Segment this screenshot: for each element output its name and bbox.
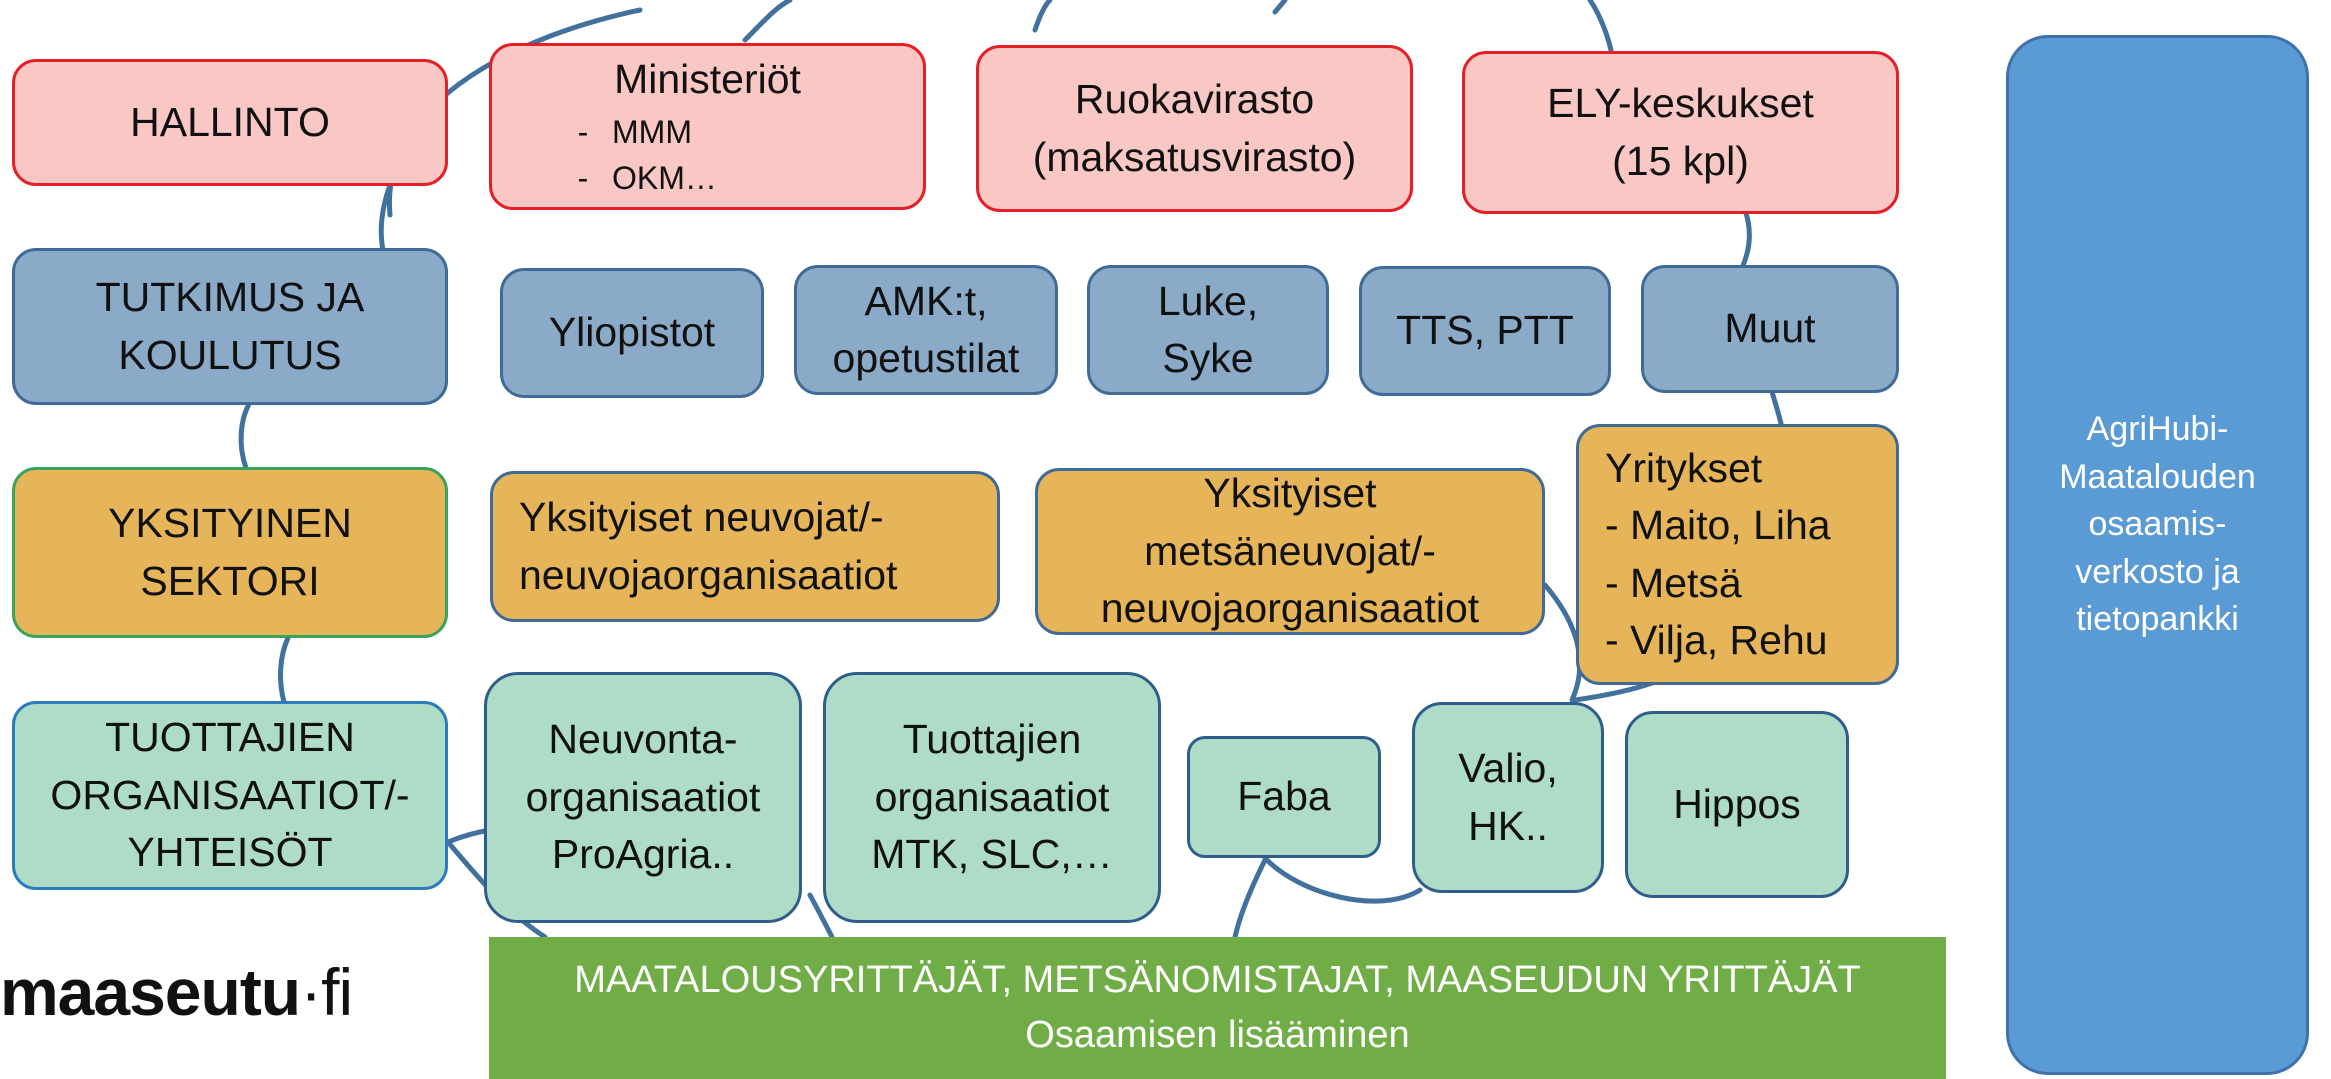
connector-ely-muut: [1739, 207, 1752, 271]
node-amk: AMK:t, opetustilat: [794, 265, 1058, 395]
node-yritykset-title: Yritykset: [1605, 444, 1763, 491]
agrihubi-text: AgriHubi- Maatalouden osaamis- verkosto …: [2059, 406, 2256, 644]
agrihubi-line-3: osaamis-: [2088, 505, 2227, 544]
category-hallinto-label: HALLINTO: [130, 98, 330, 145]
maaseutu-logo: maaseutu·fi: [0, 954, 353, 1030]
node-faba-label: Faba: [1237, 773, 1331, 820]
node-tts-label: TTS, PTT: [1396, 307, 1574, 354]
node-luke-syke: Luke, Syke: [1087, 265, 1329, 395]
connector-neuvonta-footer: [807, 892, 835, 940]
node-neuvojat-line-2: neuvojaorganisaatiot: [519, 551, 898, 598]
category-hallinto: HALLINTO: [12, 59, 448, 186]
logo-tld: fi: [321, 955, 353, 1029]
node-yritykset-item-1: - Maito, Liha: [1605, 502, 1831, 549]
node-ruokavirasto-line-2: (maksatusvirasto): [1032, 133, 1357, 180]
category-tuottajien-line-2: ORGANISAATIOT/-: [50, 771, 410, 818]
connector-faba-footer: [1232, 857, 1268, 940]
node-amk-line-2: opetustilat: [832, 335, 1020, 381]
node-neuvonta-line-3: ProAgria..: [551, 831, 735, 878]
connector-arc-top-mid: [742, 0, 793, 43]
node-tuottajien-organisaatiot: Tuottajien organisaatiot MTK, SLC,…: [823, 672, 1161, 923]
footer-line-1: MAATALOUSYRITTÄJÄT, METSÄNOMISTAJAT, MAA…: [574, 958, 1861, 1001]
node-metsaneuvojat-line-2: metsäneuvojat/-: [1144, 527, 1436, 574]
node-ely-line-1: ELY-keskukset: [1547, 80, 1814, 127]
connector-tutkimus-yksityinen: [238, 399, 253, 471]
node-ely-line-2: (15 kpl): [1612, 137, 1749, 184]
node-tuottajien-org-line-1: Tuottajien: [902, 716, 1082, 763]
node-ministeriot-title: Ministeriöt: [614, 56, 801, 103]
node-ruokavirasto-line-1: Ruokavirasto: [1074, 76, 1315, 123]
node-neuvonta-line-1: Neuvonta-: [548, 716, 738, 763]
node-ministeriot-item-1-text: MMM: [612, 113, 692, 150]
connector-hallinto-tutkimus: [378, 177, 395, 258]
agrihubi-line-5: tietopankki: [2076, 600, 2239, 639]
node-tuottajien-org-line-3: MTK, SLC,…: [871, 831, 1113, 878]
node-ministeriot: Ministeriöt -MMM -OKM…: [489, 43, 926, 210]
node-yliopistot: Yliopistot: [500, 268, 764, 398]
category-tutkimus-line-1: TUTKIMUS JA: [95, 274, 365, 321]
node-ely-keskukset: ELY-keskukset (15 kpl): [1462, 51, 1899, 214]
category-tutkimus-koulutus: TUTKIMUS JA KOULUTUS: [12, 248, 448, 405]
agrihubi-line-2: Maatalouden: [2059, 457, 2256, 496]
node-neuvonta-organisaatiot: Neuvonta- organisaatiot ProAgria..: [484, 672, 802, 923]
footer-line-2: Osaamisen lisääminen: [1025, 1014, 1410, 1056]
agrihubi-panel: AgriHubi- Maatalouden osaamis- verkosto …: [2006, 35, 2309, 1075]
node-metsaneuvojat-line-1: Yksityiset: [1203, 470, 1377, 517]
logo-brand: maaseutu: [0, 955, 301, 1029]
node-yksityiset-metsaneuvojat: Yksityiset metsäneuvojat/- neuvojaorgani…: [1035, 468, 1545, 635]
node-muut-label: Muut: [1724, 305, 1816, 352]
node-neuvojat-line-1: Yksityiset neuvojat/-: [519, 494, 884, 541]
category-tuottajien-line-1: TUOTTAJIEN: [105, 714, 355, 761]
node-muut: Muut: [1641, 265, 1899, 393]
node-yritykset: Yritykset - Maito, Liha - Metsä - Vilja,…: [1576, 424, 1899, 685]
category-yksityinen-line-1: YKSITYINEN: [108, 500, 352, 547]
connector-arc-top-mid3: [1272, 0, 1288, 15]
node-yritykset-item-3: - Vilja, Rehu: [1605, 616, 1828, 663]
connector-arc-top-mid2: [1032, 0, 1053, 33]
node-luke-line-2: Syke: [1162, 335, 1254, 381]
node-tts-ptt: TTS, PTT: [1359, 266, 1611, 396]
node-valio-line-1: Valio,: [1458, 745, 1558, 792]
node-valio-hk: Valio, HK..: [1412, 702, 1604, 893]
node-hippos-label: Hippos: [1673, 780, 1801, 827]
connector-metsa-valio: [1542, 582, 1583, 703]
logo-dot: ·: [300, 955, 322, 1029]
footer-banner: MAATALOUSYRITTÄJÄT, METSÄNOMISTAJAT, MAA…: [489, 937, 1946, 1079]
node-metsaneuvojat-line-3: neuvojaorganisaatiot: [1100, 585, 1480, 632]
node-ruokavirasto: Ruokavirasto (maksatusvirasto): [976, 45, 1413, 212]
category-tutkimus-line-2: KOULUTUS: [118, 331, 342, 378]
node-faba: Faba: [1187, 736, 1381, 858]
node-amk-line-1: AMK:t,: [864, 277, 988, 324]
agrihubi-line-1: AgriHubi-: [2086, 410, 2229, 449]
node-hippos: Hippos: [1625, 711, 1849, 898]
category-tuottajien-line-3: YHTEISÖT: [127, 829, 333, 876]
node-valio-line-2: HK..: [1468, 802, 1548, 849]
node-neuvonta-line-2: organisaatiot: [525, 773, 761, 820]
node-yliopistot-label: Yliopistot: [548, 309, 716, 356]
connector-arc-top-right: [1587, 0, 1615, 58]
node-luke-line-1: Luke,: [1157, 277, 1259, 324]
agrihubi-line-4: verkosto ja: [2075, 552, 2240, 591]
category-yksityinen-line-2: SEKTORI: [140, 557, 320, 604]
connector-yksityinen-tuottajien: [278, 635, 291, 705]
category-yksityinen-sektori: YKSITYINEN SEKTORI: [12, 467, 448, 638]
node-tuottajien-org-line-2: organisaatiot: [874, 773, 1110, 820]
category-tuottajien-organisaatiot: TUOTTAJIEN ORGANISAATIOT/- YHTEISÖT: [12, 701, 448, 890]
connector-faba-valio: [1262, 855, 1423, 904]
node-ministeriot-item-2: -OKM…: [577, 160, 717, 197]
connector-muut-yritykset: [1769, 389, 1785, 431]
node-yritykset-item-2: - Metsä: [1605, 559, 1742, 606]
node-ministeriot-item-1: -MMM: [577, 113, 692, 150]
node-yksityiset-neuvojat: Yksityiset neuvojat/- neuvojaorganisaati…: [490, 471, 1000, 622]
node-ministeriot-item-2-text: OKM…: [612, 160, 717, 197]
